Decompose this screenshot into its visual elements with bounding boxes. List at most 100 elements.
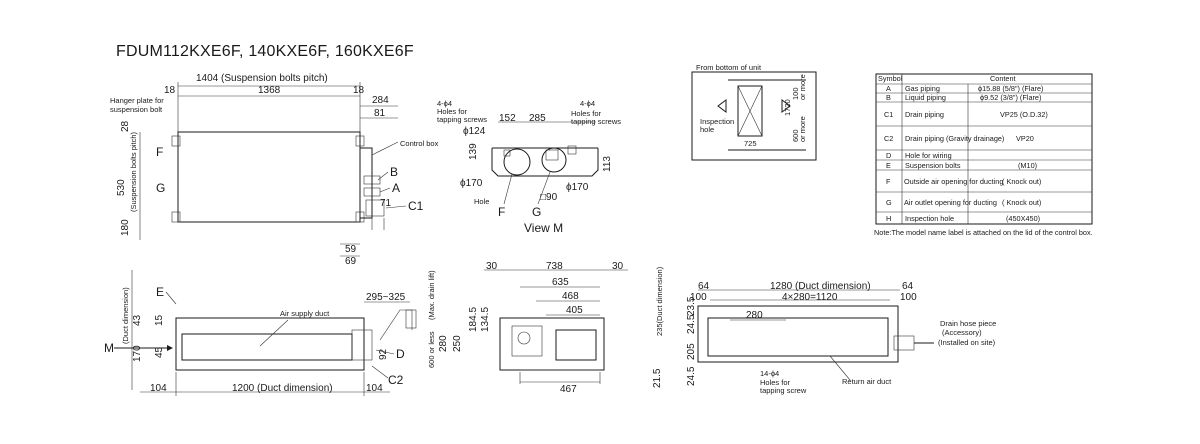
dim-100-left: 100 <box>690 292 707 303</box>
dim-100-right: 100 <box>900 292 917 303</box>
dim-4x280: 4×280=1120 <box>782 292 838 303</box>
row-f-symbol: F <box>886 177 891 186</box>
dim-100-or-more: or more <box>798 74 807 100</box>
callout-d: D <box>396 347 405 361</box>
dim-284: 284 <box>372 95 389 106</box>
table-note: Note:The model name label is attached on… <box>874 228 1093 237</box>
dim-405: 405 <box>566 305 583 316</box>
dim-285: 285 <box>529 113 546 124</box>
row-d-name: Hole for wiring <box>905 151 952 160</box>
dim-duct-front: (Duct dimension) <box>121 287 130 344</box>
dim-28: 28 <box>120 120 131 132</box>
dim-71: 71 <box>380 198 392 209</box>
dim-18-left: 18 <box>164 85 176 96</box>
table-header-symbol: Symbol <box>878 74 903 83</box>
dim-180: 180 <box>120 219 131 236</box>
note-holes-right-1: Holes for <box>571 109 602 118</box>
dim-23-5: 23.5 <box>686 296 697 316</box>
dim-725: 725 <box>744 139 757 148</box>
dim-738: 738 <box>546 261 563 272</box>
row-b-value: ϕ9.52 (3/8") (Flare) <box>980 93 1041 102</box>
row-h-name: Inspection hole <box>905 214 954 223</box>
dim-235-duct: 235(Duct dimension) <box>655 266 664 336</box>
dim-30-left: 30 <box>486 261 498 272</box>
row-a-value: ϕ15.88 (5/8") (Flare) <box>978 84 1043 93</box>
inspection-label-1: Inspection <box>700 117 734 126</box>
dim-100: 100 <box>791 87 800 100</box>
dim-600-or-more: or more <box>798 116 807 142</box>
dim-45: 45 <box>154 346 165 358</box>
side-view: 30 738 30 635 468 405 184.5 134.5 (Max. … <box>427 261 628 395</box>
dim-phi124: ϕ124 <box>463 126 486 137</box>
callout-air-supply: Air supply duct <box>280 309 330 318</box>
row-b-symbol: B <box>886 93 891 102</box>
top-view: 1404 (Suspension bolts pitch) 18 1368 18… <box>110 73 439 267</box>
row-e-value: (M10) <box>1018 161 1037 170</box>
dim-18-right: 18 <box>353 85 365 96</box>
note-holes-left-count: 4-ϕ4 <box>437 99 452 108</box>
callout-accessory: (Accessory) <box>942 328 982 337</box>
dim-43: 43 <box>132 314 143 326</box>
dim-467: 467 <box>560 384 577 395</box>
dim-21-5: 21.5 <box>652 368 663 388</box>
inspection-label-2: hole <box>700 125 714 134</box>
row-a-symbol: A <box>886 84 891 93</box>
note-holes-left-1: Holes for <box>437 107 468 116</box>
dim-phi170-left: ϕ170 <box>460 178 483 189</box>
dim-24-5-top: 24.5 <box>686 314 697 334</box>
row-e-symbol: E <box>886 161 891 170</box>
row-c1-symbol: C1 <box>884 110 893 119</box>
dim-max-drain-lift: (Max. drain lift) <box>427 270 436 320</box>
row-e-name: Suspension bolts <box>905 161 961 170</box>
row-b-name: Liquid piping <box>905 93 946 102</box>
dim-1280-duct: 1280 (Duct dimension) <box>770 281 871 292</box>
row-f-name: Outside air opening for ducting <box>904 177 1003 186</box>
dim-15: 15 <box>154 314 165 326</box>
dim-1368: 1368 <box>258 85 281 96</box>
inset-title: From bottom of unit <box>696 63 762 72</box>
dim-104-left: 104 <box>150 383 167 394</box>
view-m: 4-ϕ4 Holes for tapping screws 4-ϕ4 Holes… <box>437 99 621 235</box>
view-m-caption: View M <box>524 221 563 235</box>
callout-hanger-plate: Hanger plate for <box>110 96 164 105</box>
note-holes-right-count: 4-ϕ4 <box>580 99 595 108</box>
dim-600: 600 <box>791 129 800 142</box>
dim-139: 139 <box>468 143 479 160</box>
row-c2-name: Drain piping (Gravity drainage) <box>905 134 1004 143</box>
callout-c1: C1 <box>408 199 424 213</box>
dim-205: 205 <box>686 343 697 360</box>
dim-bolt-pitch-vertical: (Suspension bolts pitch) <box>129 131 138 212</box>
dim-104-right: 104 <box>366 383 383 394</box>
row-c1-name: Drain piping <box>905 110 944 119</box>
dim-295-325: 295~325 <box>366 292 406 303</box>
callout-g: G <box>156 181 165 195</box>
rear-view: 235(Duct dimension) 64 1280 (Duct dimens… <box>652 266 996 395</box>
dim-468: 468 <box>562 291 579 302</box>
row-g-name: Air outlet opening for ducting <box>904 198 997 207</box>
bottom-inset: From bottom of unit Inspection hole 1720… <box>691 63 817 161</box>
callout-control-box: Control box <box>400 139 439 148</box>
dim-170: 170 <box>132 345 143 362</box>
dim-24-5-bottom: 24.5 <box>686 366 697 386</box>
symbol-table: Symbol Content A Gas piping ϕ15.88 (5/8"… <box>874 73 1093 237</box>
label-hole: Hole <box>474 197 489 206</box>
callout-return-air: Return air duct <box>842 377 892 386</box>
row-h-symbol: H <box>886 214 891 223</box>
dim-phi170-right: ϕ170 <box>566 182 589 193</box>
label-g: G <box>532 205 541 219</box>
dim-635: 635 <box>552 277 569 288</box>
row-d-symbol: D <box>886 151 891 160</box>
front-view: (Duct dimension) 43 15 170 45 92 295~325… <box>104 270 417 396</box>
callout-f: F <box>156 145 163 159</box>
row-c2-symbol: C2 <box>884 134 893 143</box>
callout-a: A <box>392 181 400 195</box>
note-14-holes: 14-ϕ4 <box>760 369 779 378</box>
callout-installed-on-site: (Installed on site) <box>938 338 996 347</box>
row-g-value: ( Knock out) <box>1002 198 1041 207</box>
dim-600-or-less: 600 or less <box>427 331 436 368</box>
dim-69: 69 <box>345 256 357 267</box>
row-c1-value: VP25 (O.D.32) <box>1000 110 1048 119</box>
table-header-content: Content <box>990 74 1016 83</box>
note-tapping-screw: tapping screw <box>760 386 807 395</box>
